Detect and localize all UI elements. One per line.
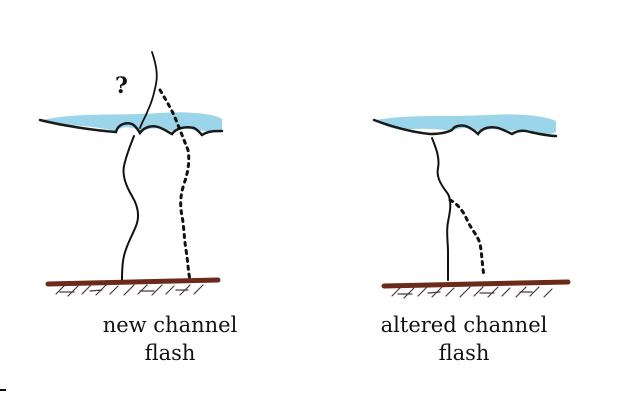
left-cloud — [42, 112, 222, 132]
left-dashed-channel — [158, 88, 192, 282]
right-cloud-outline — [372, 118, 558, 138]
left-panel — [38, 51, 224, 297]
question-mark: ? — [115, 73, 128, 99]
right-caption-line2: flash — [438, 341, 490, 365]
right-caption: altered channel flash — [354, 311, 574, 367]
right-panel — [372, 114, 571, 299]
left-caption: new channel flash — [60, 311, 280, 367]
left-new-channel — [121, 135, 140, 281]
left-old-channel-upper — [139, 51, 158, 129]
right-ground — [381, 279, 571, 289]
left-cloud-outline — [38, 118, 224, 137]
right-caption-line1: altered channel — [380, 313, 548, 337]
left-caption-line2: flash — [144, 341, 196, 365]
right-solid-channel — [431, 137, 452, 281]
left-caption-line1: new channel — [102, 313, 238, 337]
left-ground — [45, 277, 221, 287]
right-dashed-branch — [448, 198, 486, 278]
right-cloud — [376, 114, 556, 135]
right-ground-hatch — [391, 286, 553, 299]
left-ground-hatch — [55, 284, 204, 297]
